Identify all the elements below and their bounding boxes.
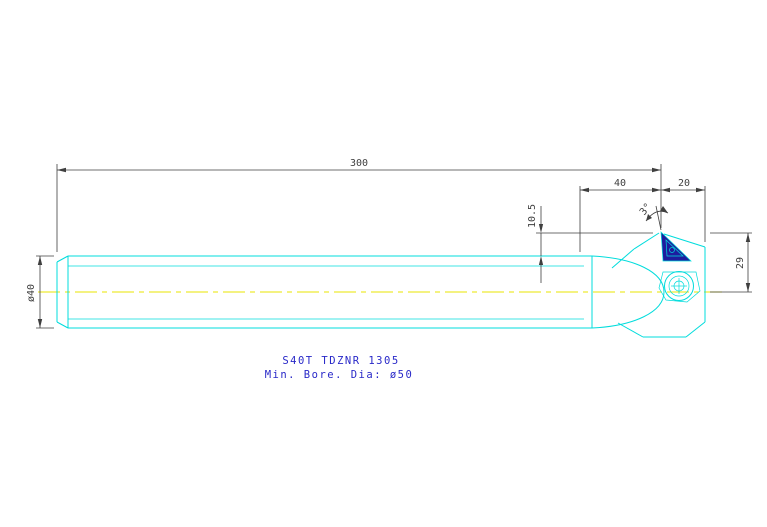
arrowhead-arc-right: [660, 206, 668, 213]
insert-group: [658, 231, 701, 303]
dim-text-dia40: ø40: [26, 284, 37, 302]
clamp-body-outline: [658, 271, 701, 303]
arrowhead-right: [652, 187, 661, 193]
arrowhead-top: [745, 233, 751, 242]
insert-screw-circle: [669, 247, 675, 253]
dim-text-40: 40: [614, 178, 626, 189]
arrowhead-left: [661, 187, 670, 193]
head-left-slope: [611, 248, 635, 269]
dim-shank-diameter: ø40: [26, 256, 43, 328]
arrowhead-right: [652, 167, 661, 173]
arrowhead-left: [57, 167, 66, 173]
dim-text-300: 300: [350, 158, 368, 169]
arrowhead-right: [696, 187, 705, 193]
dim-overall-length: 300: [57, 158, 661, 173]
head-bottom-left-slope: [617, 322, 644, 338]
dim-tip-to-face: 20: [661, 178, 705, 193]
dim-tip-rise: 10.5: [527, 204, 544, 283]
insert-inner-outline: [665, 239, 684, 257]
min-bore-label: Min. Bore. Dia: ø50: [265, 369, 414, 381]
insert-triangle-outline: [660, 231, 692, 262]
head-bottom-chamfer: [685, 321, 706, 338]
head-top-slope: [633, 232, 660, 250]
clamp-mid-circle: [668, 275, 690, 297]
clamp-outer-circle: [664, 271, 694, 301]
arrowhead-top: [37, 256, 43, 265]
neck-curve: [591, 255, 665, 329]
arrowhead-up: [538, 256, 544, 265]
head-top-face: [663, 233, 706, 248]
dim-text-10-5: 10.5: [527, 204, 538, 228]
shank-left-chamfer-bottom: [56, 321, 69, 329]
dim-head-length: 40: [580, 178, 661, 193]
tool-geometry: [56, 232, 706, 338]
dim-lead-angle: 3°: [638, 201, 669, 231]
shank-left-chamfer-top: [56, 255, 69, 263]
dim-text-29: 29: [735, 257, 746, 269]
dim-text-20: 20: [678, 178, 690, 189]
arrowhead-bottom: [745, 283, 751, 292]
arrowhead-bottom: [37, 319, 43, 328]
part-number-label: S40T TDZNR 1305: [282, 355, 399, 367]
arrowhead-down: [538, 224, 544, 233]
dim-center-to-tip: 29: [735, 233, 751, 292]
arrowhead-left: [580, 187, 589, 193]
title-labels: S40T TDZNR 1305 Min. Bore. Dia: ø50: [265, 355, 414, 381]
angle-reference-line: [655, 205, 662, 231]
dimensions-group: 300 40 20 10.5: [26, 158, 752, 329]
arrowhead-arc-left: [646, 214, 652, 221]
